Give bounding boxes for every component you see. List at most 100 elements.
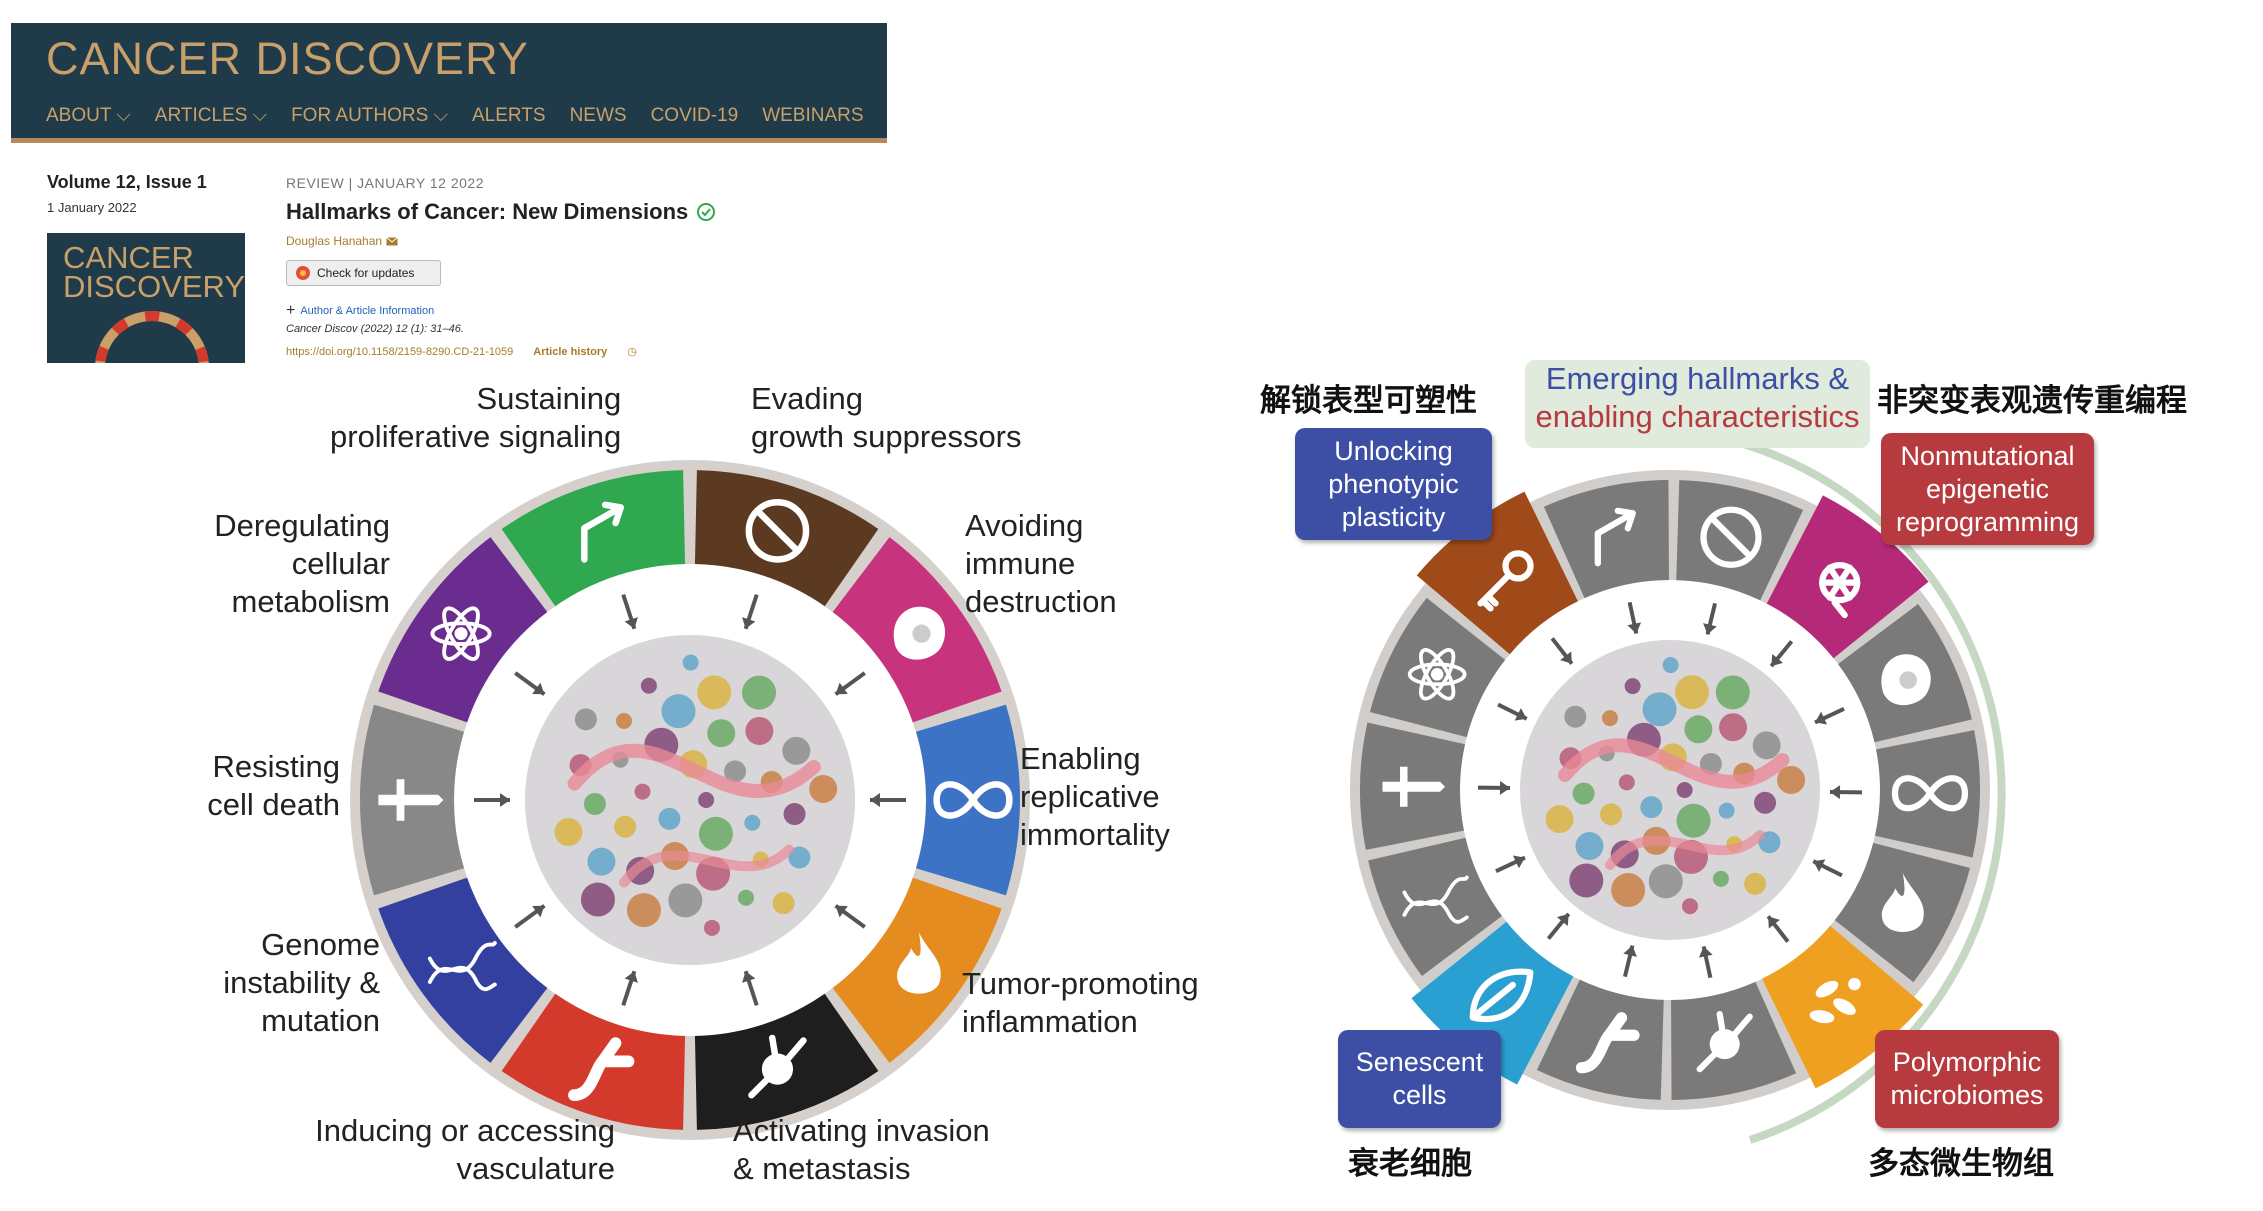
tumor-cell-cluster — [525, 635, 855, 965]
arrowhead — [624, 971, 638, 983]
issue-volume[interactable]: Volume 12, Issue 1 — [47, 172, 207, 192]
hallmark-segment — [1671, 981, 1797, 1100]
key-icon — [1477, 550, 1534, 612]
author-row: Douglas Hanahan — [286, 234, 398, 248]
no-entry-icon — [1700, 506, 1762, 568]
tumor-cell-cluster — [1520, 640, 1820, 940]
hallmark-segment — [1369, 597, 1506, 738]
hallmark-segment — [832, 537, 1002, 723]
hallmark-segment — [1536, 979, 1664, 1100]
microbe-icon — [1809, 977, 1861, 1024]
cn-label-microbiome: 多态微生物组 — [1868, 1146, 2054, 1182]
nav-alerts[interactable]: ALERTS — [471, 105, 546, 126]
hallmark-segment — [501, 993, 686, 1130]
article-title-row: Hallmarks of Cancer: New Dimensions — [286, 199, 716, 225]
arrowhead — [1627, 622, 1642, 634]
author-name[interactable]: Douglas Hanahan — [286, 234, 383, 248]
clock-icon: ◷ — [627, 346, 637, 358]
flame-icon — [897, 932, 941, 994]
author-info-link[interactable]: Author & Article Information — [300, 305, 435, 317]
arrowhead — [1512, 855, 1525, 869]
arrow-up-right-icon — [1594, 507, 1636, 567]
hallmark-segment — [1762, 925, 1924, 1089]
hallmark-segment — [1834, 842, 1971, 983]
doi-link[interactable]: https://doi.org/10.1158/2159-8290.CD-21-… — [286, 345, 514, 358]
hallmark-segment — [1411, 921, 1574, 1085]
crossmark-icon — [296, 266, 310, 280]
nav-for-authors[interactable]: FOR AUTHORS ⌵ — [291, 105, 448, 126]
check-updates-label: Check for updates — [317, 266, 415, 280]
arrowhead — [835, 905, 848, 918]
emerging-hallmarks-title: Emerging hallmarks & enabling characteri… — [1525, 360, 1870, 448]
nav-webinars[interactable]: WEBINARS — [762, 105, 864, 126]
hallmark-segment — [1368, 837, 1502, 976]
hallmark-segment — [915, 704, 1020, 896]
header-divider — [11, 138, 887, 143]
hallmark-segment — [832, 877, 1002, 1063]
hallmark-segment — [694, 470, 879, 607]
verified-check-icon — [697, 203, 716, 221]
article-type-date: REVIEW | JANUARY 12 2022 — [286, 175, 484, 191]
hallmark-segment — [1360, 722, 1466, 850]
nav-covid[interactable]: COVID-19 — [650, 105, 739, 126]
arrowhead — [1703, 623, 1717, 635]
label-activating: Activating invasion& metastasis — [733, 1113, 990, 1186]
arrowhead — [1698, 946, 1713, 958]
journal-logo[interactable]: CANCER DISCOVERY — [46, 33, 529, 84]
cn-label-unlocking: 解锁表型可塑性 — [1260, 383, 1477, 419]
arrowhead — [742, 971, 756, 983]
hallmark-segment — [1838, 604, 1972, 743]
arrowhead — [624, 617, 638, 629]
arrowhead — [532, 682, 545, 695]
arrowhead — [500, 793, 510, 807]
cn-label-epigenetic: 非突变表观遗传重编程 — [1877, 383, 2187, 419]
vessel-icon — [568, 1037, 635, 1101]
cn-label-senescent: 衰老细胞 — [1348, 1146, 1472, 1182]
cover-wheel-graphic — [95, 311, 209, 363]
invasion-icon — [748, 1034, 807, 1099]
check-updates-button[interactable]: Check for updates — [286, 260, 441, 286]
hallmark-segment — [378, 877, 548, 1063]
dna-icon — [427, 940, 497, 992]
infinity-icon — [1891, 775, 1969, 812]
hallmarks-wheel — [350, 460, 1030, 1140]
doi-row: https://doi.org/10.1158/2159-8290.CD-21-… — [286, 345, 637, 359]
dagger-icon — [1382, 766, 1446, 807]
issue-date: 1 January 2022 — [47, 200, 137, 215]
plus-icon: + — [286, 302, 296, 319]
arrowhead — [1514, 708, 1527, 721]
envelope-icon[interactable] — [386, 236, 398, 246]
arrowhead — [1815, 711, 1828, 725]
nav-about[interactable]: ABOUT ⌵ — [46, 105, 131, 126]
arrowhead — [742, 617, 756, 629]
dagger-icon — [378, 779, 444, 821]
nav-articles[interactable]: ARTICLES ⌵ — [154, 105, 268, 126]
journal-header: CANCER DISCOVERY ABOUT ⌵ ARTICLES ⌵ FOR … — [11, 23, 887, 143]
arrowhead — [1829, 785, 1841, 800]
arrowhead — [1499, 780, 1511, 795]
arrowhead — [1813, 859, 1826, 872]
arrowhead — [870, 793, 880, 807]
arrowhead — [1768, 916, 1780, 929]
author-info-row[interactable]: + Author & Article Information — [286, 302, 434, 320]
article-history-link[interactable]: Article history — [533, 345, 608, 358]
arrowhead — [1556, 913, 1569, 927]
arrowhead — [835, 682, 848, 695]
leaf-icon — [1469, 968, 1534, 1022]
invasion-icon — [1696, 1011, 1753, 1073]
nav-news[interactable]: NEWS — [569, 105, 627, 126]
hallmark-segment — [1543, 480, 1669, 599]
emerging-hallmarks-wheel — [1350, 428, 2006, 1144]
no-entry-icon — [745, 499, 810, 563]
issue-cover[interactable]: CANCER DISCOVERY — [47, 233, 245, 363]
hallmark-segment — [501, 470, 686, 607]
atom-icon — [1407, 648, 1467, 701]
